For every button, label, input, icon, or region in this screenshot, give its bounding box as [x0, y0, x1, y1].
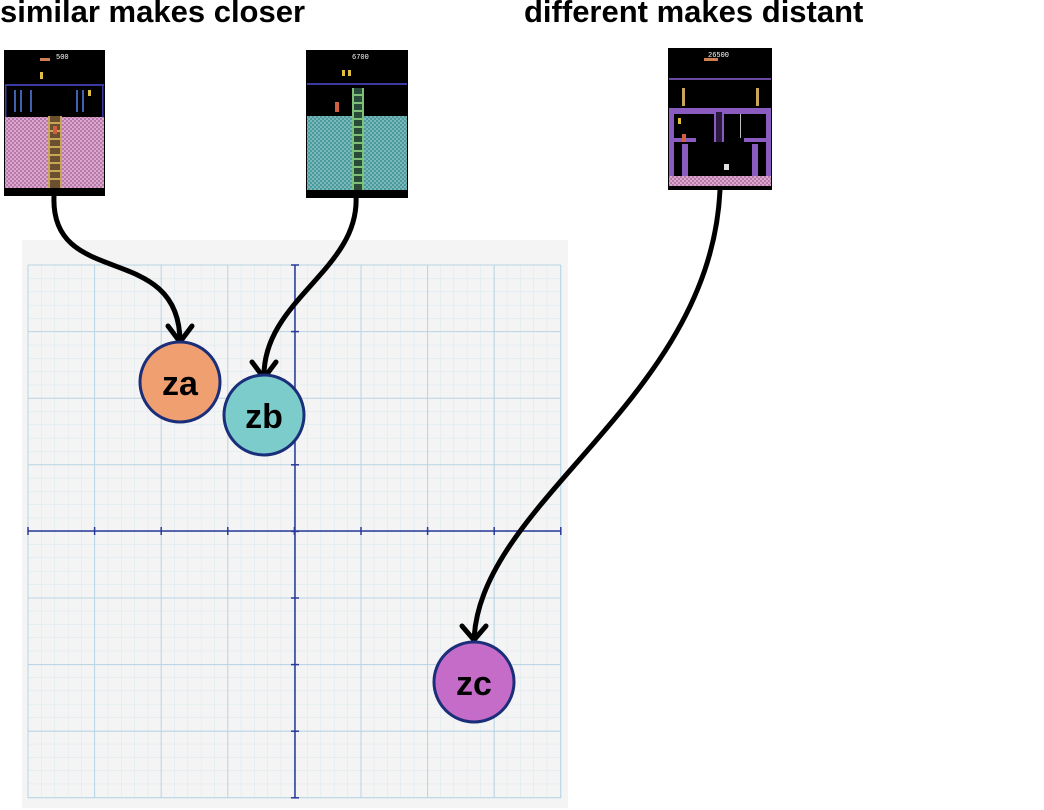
heading-similar: similar makes closer [0, 0, 306, 29]
arrow-frame-b-to-zb [261, 193, 359, 381]
game-frame-c: 26500 [668, 48, 772, 190]
game-frame-a: 500 [4, 50, 105, 196]
node-zb-label: zb [245, 398, 283, 436]
latent-space-grid [22, 240, 568, 808]
frame-b-score: 6700 [352, 54, 369, 62]
frame-c-score: 26500 [708, 52, 729, 60]
game-frame-b: 6700 [306, 50, 408, 198]
node-zc: zc [432, 640, 516, 724]
frame-a-score: 500 [56, 54, 69, 62]
heading-different: different makes distant [524, 0, 864, 29]
arrow-frame-a-to-za [51, 193, 183, 345]
node-zc-label: zc [456, 665, 492, 703]
node-zb: zb [222, 373, 306, 457]
node-za: za [138, 340, 222, 424]
node-za-label: za [162, 365, 199, 403]
arrowhead-zc [459, 623, 489, 643]
arrow-frame-c-to-zc [471, 187, 723, 643]
